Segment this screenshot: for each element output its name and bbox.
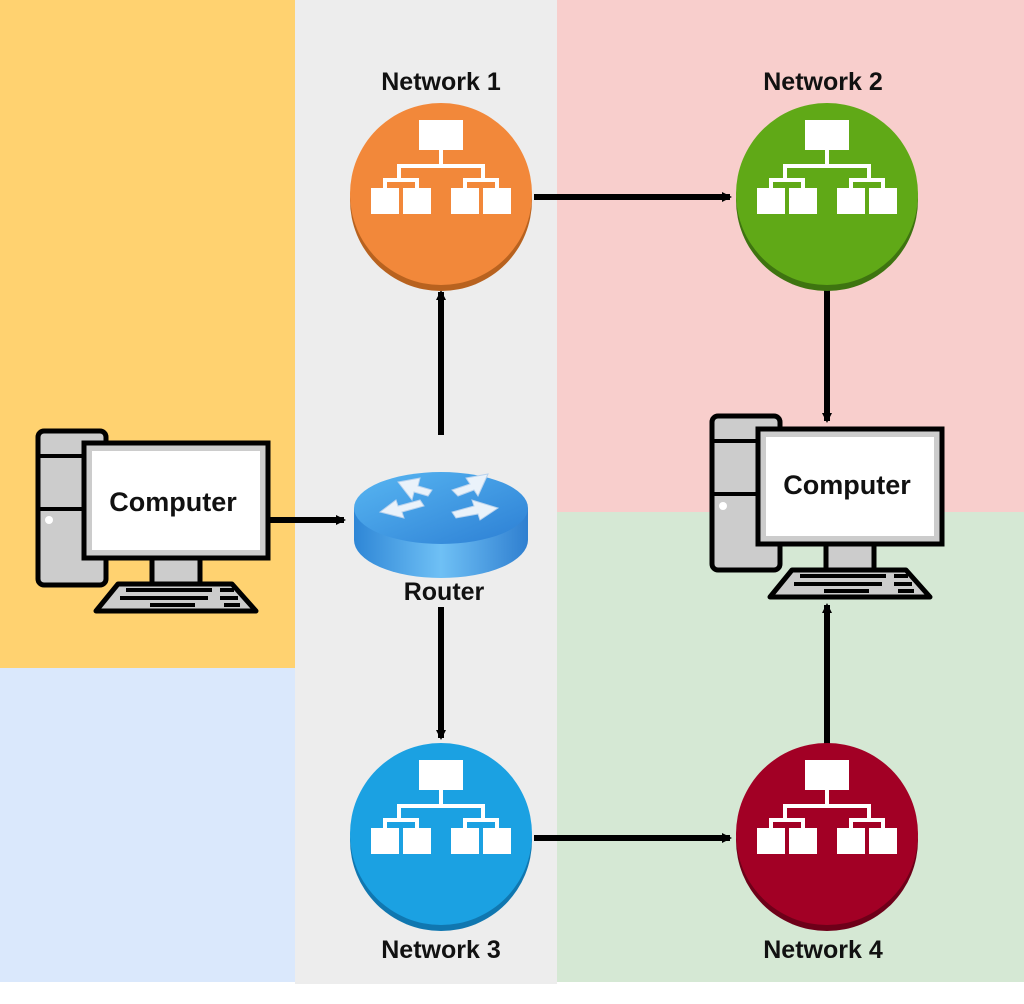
edges [270, 192, 832, 843]
network3-label: Network 3 [381, 936, 500, 964]
node-computer-right[interactable]: Computer [709, 413, 945, 600]
computer-icon [709, 413, 945, 600]
network3-circle [350, 743, 532, 925]
node-computer-left[interactable]: Computer [35, 428, 271, 614]
computer-left-label: Computer [109, 487, 237, 517]
network4-label: Network 4 [763, 936, 883, 964]
network2-circle [736, 103, 918, 285]
network4-circle [736, 743, 918, 925]
network1-label: Network 1 [381, 68, 501, 96]
node-network1[interactable] [350, 103, 532, 291]
computer-icon [35, 428, 271, 614]
node-network4[interactable] [736, 743, 918, 931]
router-icon [354, 472, 528, 578]
node-router[interactable] [354, 472, 528, 578]
router-label: Router [404, 578, 485, 606]
computer-right-label: Computer [783, 470, 911, 500]
node-network3[interactable] [350, 743, 532, 931]
node-network2[interactable] [736, 103, 918, 291]
network1-circle [350, 103, 532, 285]
network2-label: Network 2 [763, 68, 882, 96]
zone-left-bottom [0, 668, 295, 982]
